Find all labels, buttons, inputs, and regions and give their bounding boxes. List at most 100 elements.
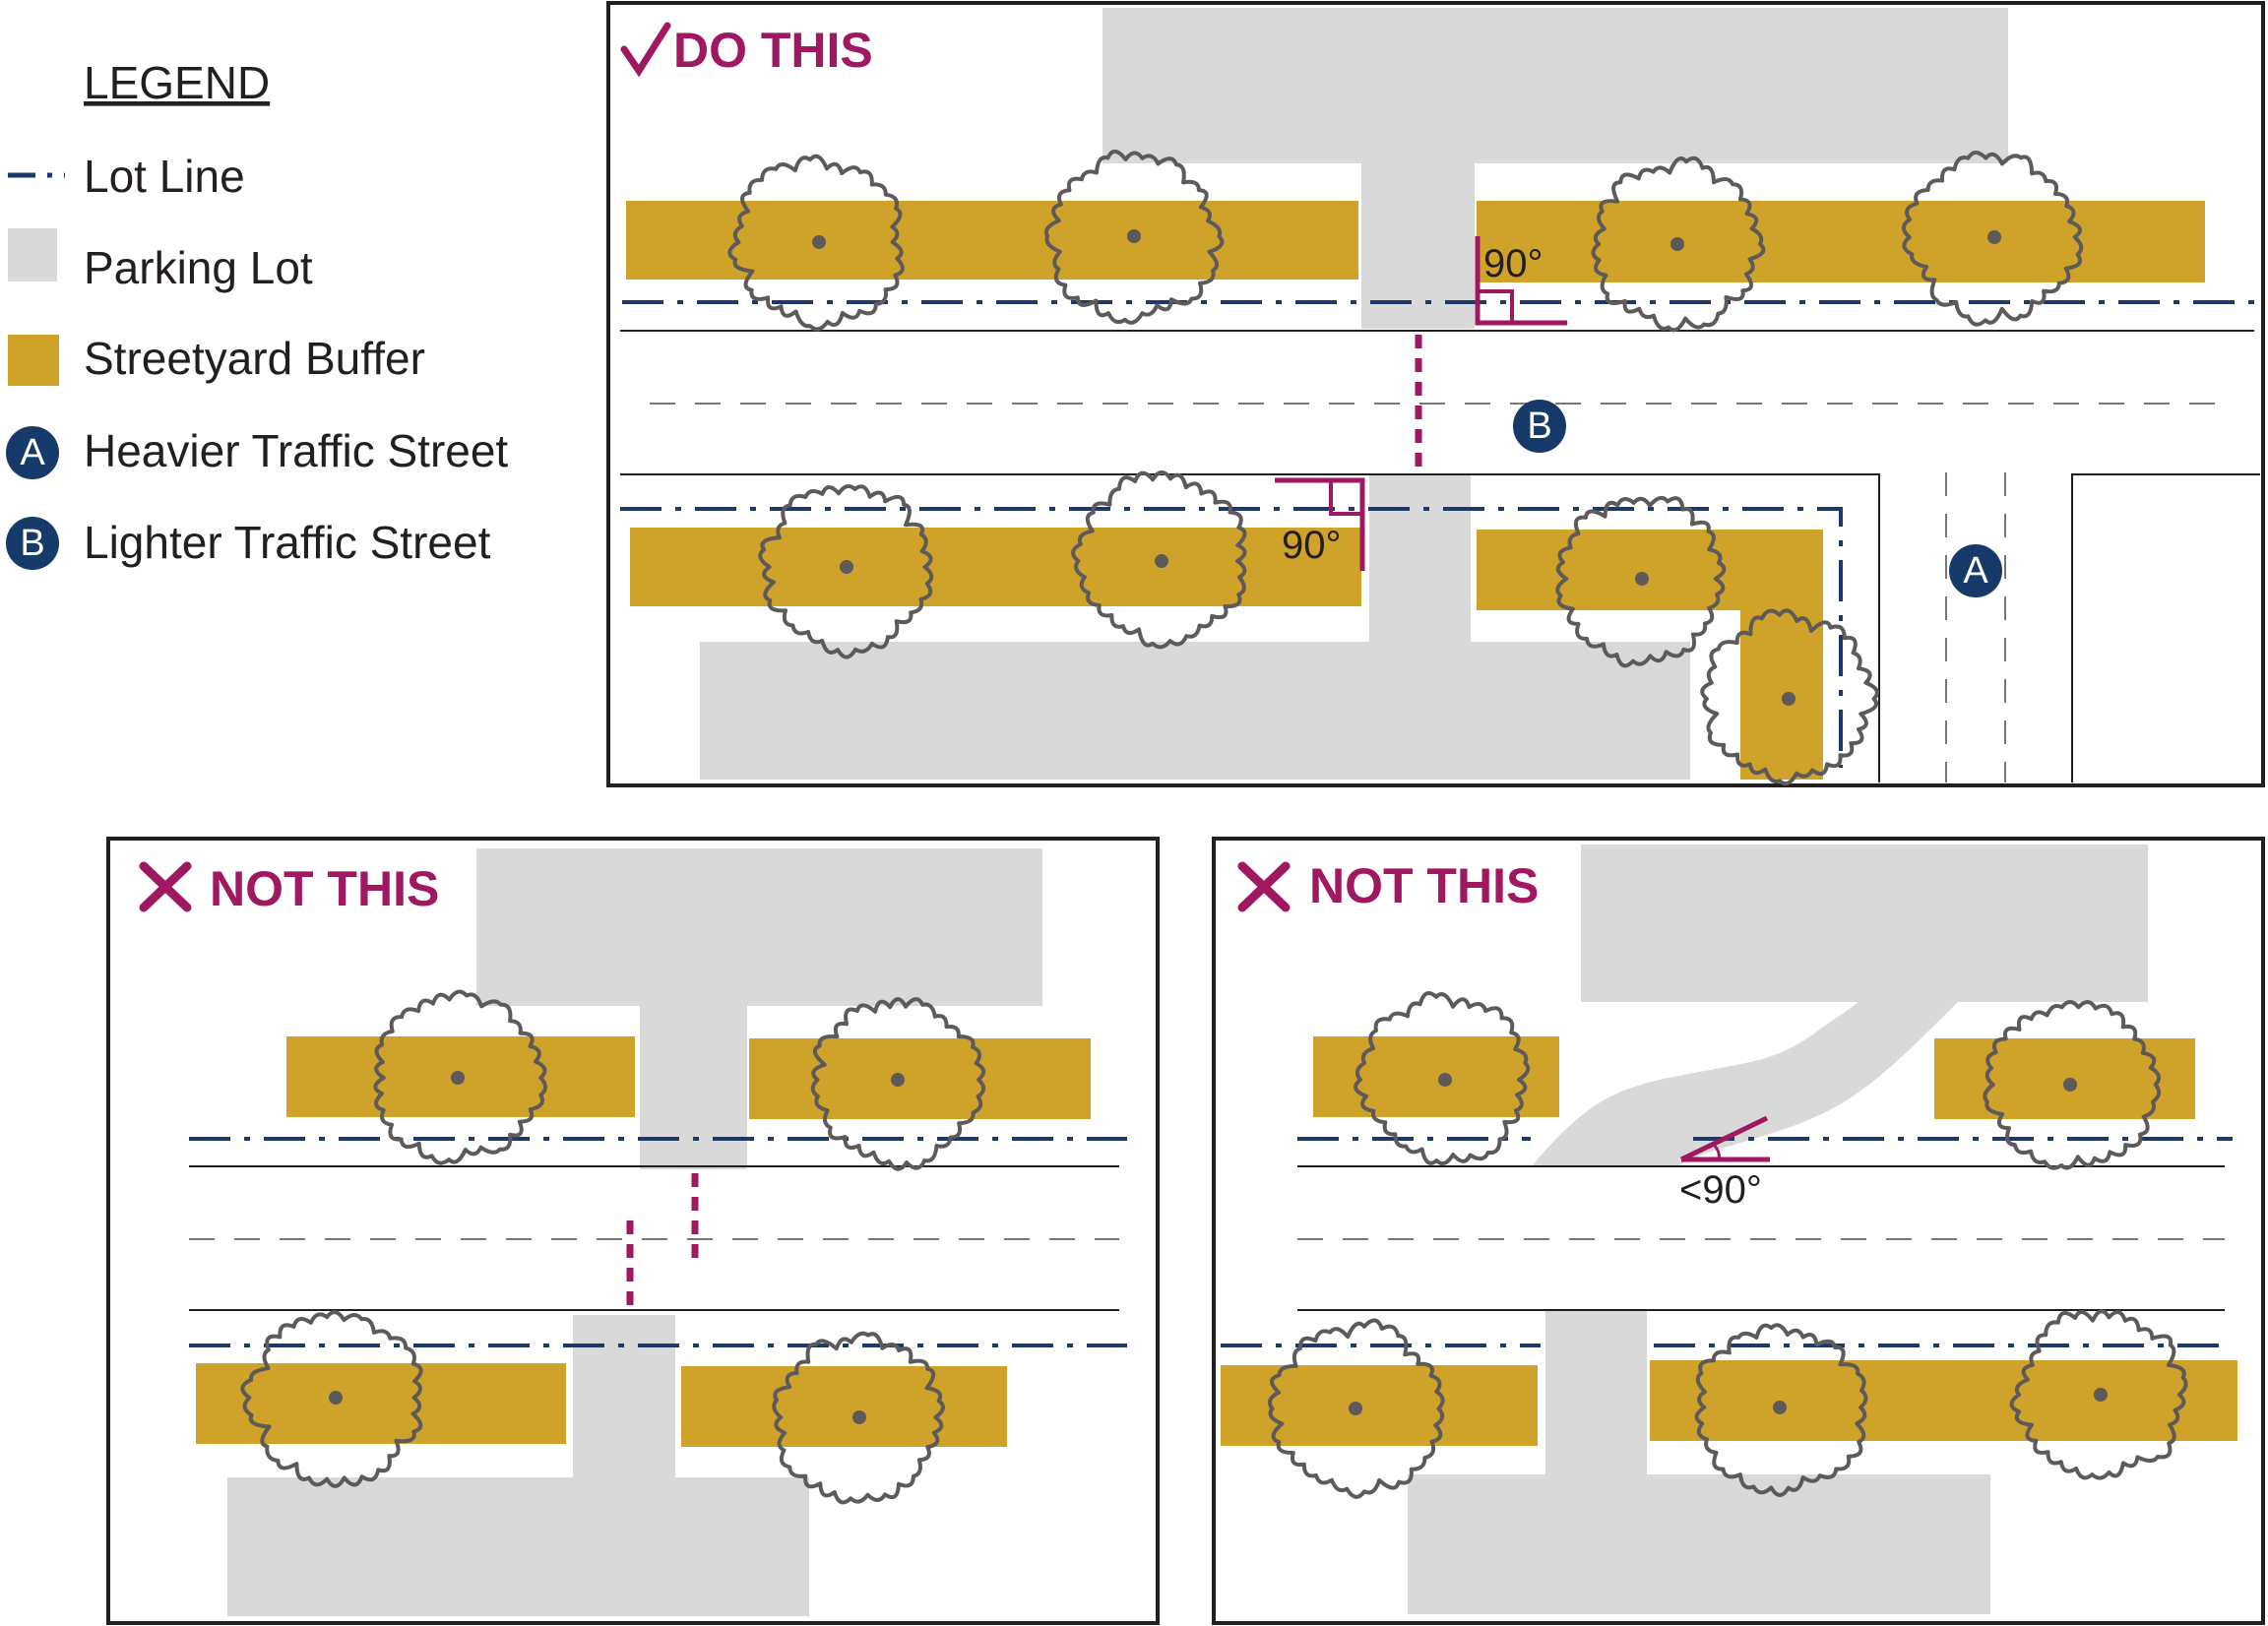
tree-trunk-dot [1438, 1073, 1452, 1087]
panel-title: NOT THIS [1309, 858, 1539, 913]
angle-label-upper: 90° [1483, 242, 1544, 285]
panel-frame [1212, 837, 2265, 1625]
tree-canopy-outline [1354, 991, 1531, 1166]
tree-canopy-outline [1694, 1323, 1868, 1497]
tree-trunk-dot [1127, 229, 1141, 243]
tree-trunk-dot [329, 1391, 343, 1405]
legend-buffer-label: Streetyard Buffer [84, 333, 425, 384]
tree [1700, 608, 1879, 786]
buffer-upper-left [626, 201, 1358, 280]
tree-canopy-outline [1555, 495, 1727, 668]
tree [1043, 149, 1225, 325]
acute-angle-arc [1711, 1142, 1721, 1160]
tree [1983, 1000, 2162, 1170]
tree-canopy-outline [1267, 1318, 1445, 1499]
right-angle-marker-upper [1475, 236, 1567, 326]
buffer-lower-left [630, 528, 1361, 606]
legend-street-b-label: Lighter Traffic Street [84, 517, 491, 568]
tree [1071, 469, 1247, 650]
buffer-lower-right [681, 1366, 1007, 1447]
tree-trunk-dot [891, 1073, 905, 1087]
panel-title: NOT THIS [210, 861, 439, 916]
parking-lot-upper-angled [1531, 844, 2148, 1167]
tree-trunk-dot [1155, 554, 1168, 568]
legend-badge-b [6, 517, 59, 570]
tree [240, 1310, 423, 1488]
tree-trunk-dot [1987, 230, 2001, 244]
tree [1901, 150, 2084, 327]
tree-canopy-outline [240, 1310, 423, 1488]
legend: LEGEND Lot Line Parking Lot Streetyard B… [6, 57, 508, 570]
tree-canopy-outline [373, 989, 548, 1165]
street-a-badge [1949, 544, 2002, 597]
right-angle-box-lower [1329, 480, 1362, 516]
legend-title: LEGEND [84, 57, 270, 108]
legend-street-a-label: Heavier Traffic Street [84, 425, 508, 476]
parking-lot-upper [1102, 8, 2008, 329]
right-angle-box-upper [1478, 289, 1514, 323]
check-icon [620, 22, 671, 78]
tree [1555, 495, 1727, 668]
tree-trunk-dot [2094, 1388, 2108, 1402]
street-b-badge-letter: B [1527, 406, 1551, 447]
legend-badge-a-letter: A [20, 432, 45, 473]
tree [1354, 991, 1531, 1166]
angle-label-acute: <90° [1679, 1168, 1762, 1212]
legend-lot-line-label: Lot Line [84, 151, 245, 202]
panel-frame [606, 1, 2265, 787]
buffer-upper-right [749, 1038, 1091, 1119]
panel-title: DO THIS [673, 23, 873, 78]
tree [373, 989, 548, 1165]
tree-canopy-outline [810, 997, 986, 1171]
tree [810, 997, 986, 1171]
right-angle-marker-lower [1275, 477, 1365, 571]
tree-canopy-outline [1901, 150, 2084, 327]
street-b-badge [1513, 400, 1566, 453]
tree [2009, 1309, 2188, 1480]
parking-lot-lower [1408, 1310, 1990, 1614]
parking-lot-upper [476, 848, 1042, 1169]
buffer-lower-right [1650, 1360, 2237, 1441]
tree [758, 483, 934, 659]
legend-buffer-swatch [8, 335, 59, 386]
legend-parking-swatch [8, 228, 57, 281]
buffer-lower-left [1221, 1365, 1538, 1446]
tree-trunk-dot [1670, 237, 1684, 251]
buffer-upper-right [1934, 1038, 2195, 1119]
buffer-lower-right [1477, 530, 1823, 610]
tree-canopy-outline [1071, 469, 1247, 650]
parking-lot-lower [700, 474, 1690, 780]
street-a-edge-right [2071, 473, 2260, 782]
tree-trunk-dot [812, 235, 826, 249]
tree [772, 1331, 945, 1505]
x-icon [1237, 861, 1291, 912]
tree-canopy-outline [1043, 149, 1225, 325]
tree-canopy-outline [727, 154, 905, 332]
tree-canopy-outline [758, 483, 934, 659]
tree-trunk-dot [852, 1410, 866, 1424]
street-a-badge-letter: A [1963, 550, 1988, 592]
tree-trunk-dot [1635, 572, 1649, 586]
tree-canopy-outline [1591, 156, 1766, 333]
tree [1267, 1318, 1445, 1499]
buffer-corner-vertical [1740, 610, 1823, 780]
angle-label-lower: 90° [1282, 524, 1342, 567]
parking-lot-lower [227, 1315, 809, 1616]
tree-trunk-dot [1782, 692, 1796, 706]
panel-frame [106, 837, 1160, 1625]
buffer-upper-right [1477, 201, 2205, 282]
tree-canopy-outline [2009, 1309, 2188, 1480]
tree [1694, 1323, 1868, 1497]
tree-canopy-outline [1983, 1000, 2162, 1170]
street-b-edge-bottom [620, 473, 1880, 782]
acute-angle-marker [1679, 1115, 1770, 1162]
legend-badge-a [6, 426, 59, 479]
legend-parking-label: Parking Lot [84, 242, 313, 293]
panel-do-this: DO THIS 90° 90° B A [606, 1, 2265, 787]
lot-line-lower [620, 507, 1843, 768]
buffer-lower-left [196, 1363, 566, 1444]
tree-trunk-dot [1349, 1402, 1362, 1415]
tree-canopy-outline [772, 1331, 945, 1505]
tree-canopy-outline [1700, 608, 1879, 786]
